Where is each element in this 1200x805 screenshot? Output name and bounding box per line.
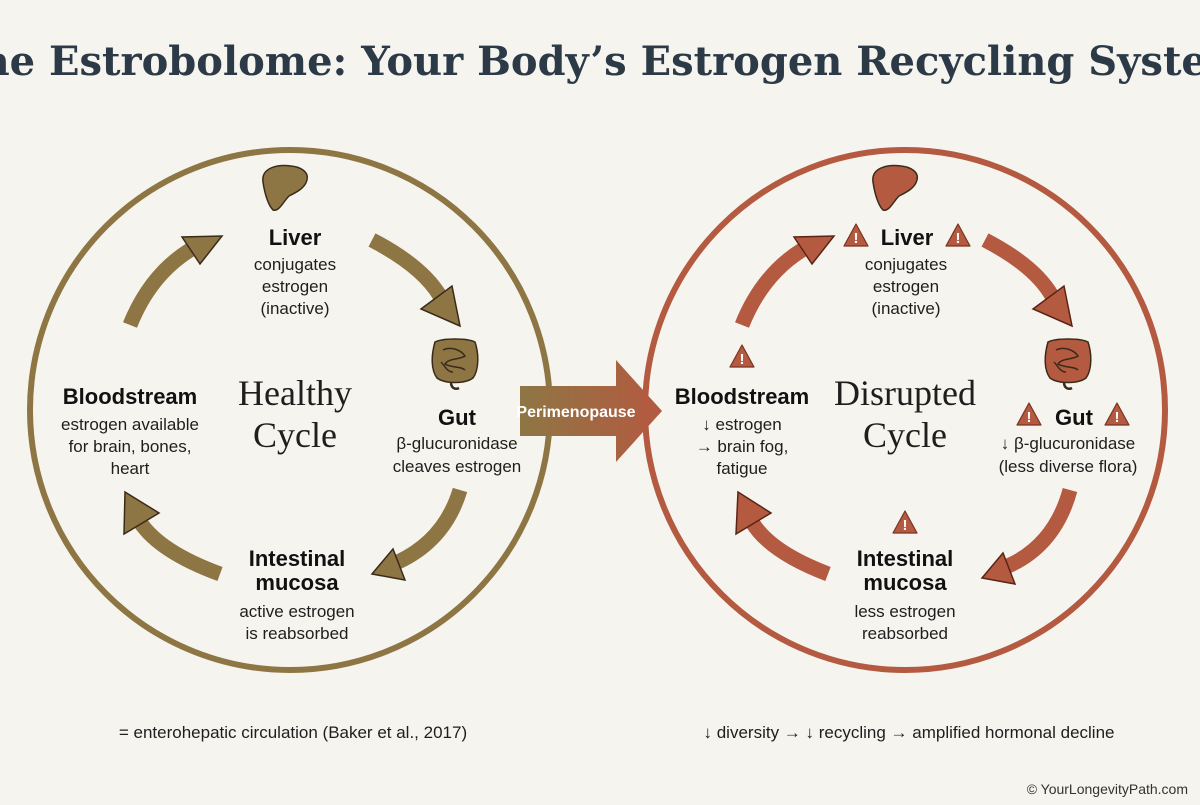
warning-triangle-icon: !: [729, 344, 755, 368]
disrupted-mucosa-title-1: Intestinal: [857, 546, 954, 571]
disrupted-mucosa-line-2: reabsorbed: [862, 624, 948, 643]
disrupted-gut-title: Gut: [1055, 405, 1094, 430]
healthy-liver-title: Liver: [269, 225, 322, 250]
healthy-gut-title: Gut: [438, 405, 477, 430]
healthy-mucosa-line-1: active estrogen: [239, 602, 354, 621]
healthy-arrow-blood-to-liver: [123, 235, 224, 328]
disrupted-center-label-2: Cycle: [863, 415, 947, 455]
disrupted-blood-line-2: → brain fog,: [696, 437, 789, 456]
healthy-mucosa-title-1: Intestinal: [249, 546, 346, 571]
warning-triangle-icon: !: [1104, 402, 1130, 426]
healthy-mucosa-line-2: is reabsorbed: [245, 624, 348, 643]
disrupted-arrow-mucosa-to-blood: [735, 490, 831, 582]
disrupted-arrow-liver-to-gut: [981, 233, 1074, 328]
disrupted-cycle-ring: [642, 147, 1168, 673]
perimenopause-label: Perimenopause: [516, 404, 635, 421]
healthy-center-label-2: Cycle: [253, 415, 337, 455]
svg-text:!: !: [740, 351, 745, 368]
disrupted-liver-line-3: (inactive): [872, 299, 941, 318]
svg-text:!: !: [1115, 409, 1120, 426]
healthy-blood-title: Bloodstream: [63, 384, 197, 409]
healthy-liver-line-1: conjugates: [254, 255, 336, 274]
healthy-blood-line-1: estrogen available: [61, 415, 199, 434]
intestine-icon: [1043, 337, 1093, 390]
healthy-blood-line-2: for brain, bones,: [69, 437, 192, 456]
disrupted-cycle: ! Liver ! conjugates estrogen (inactive)…: [642, 147, 1168, 673]
disrupted-mucosa-title-2: mucosa: [863, 570, 947, 595]
disrupted-liver-line-2: estrogen: [873, 277, 939, 296]
disrupted-blood-title: Bloodstream: [675, 384, 809, 409]
healthy-liver-line-3: (inactive): [261, 299, 330, 318]
healthy-arrow-gut-to-mucosa: [370, 487, 468, 581]
disrupted-mucosa-line-1: less estrogen: [854, 602, 955, 621]
disrupted-center-label-1: Disrupted: [834, 373, 976, 413]
copyright: © YourLongevityPath.com: [1027, 781, 1188, 797]
liver-icon: [262, 164, 309, 212]
disrupted-arrow-gut-to-mucosa: [980, 487, 1078, 585]
warning-triangle-icon: !: [892, 510, 918, 534]
svg-text:!: !: [854, 230, 859, 247]
healthy-blood-line-3: heart: [111, 459, 150, 478]
healthy-arrow-liver-to-gut: [368, 233, 462, 328]
svg-text:!: !: [1027, 409, 1032, 426]
healthy-cycle: Liver conjugates estrogen (inactive) Gut…: [27, 147, 553, 673]
warning-triangle-icon: !: [843, 223, 869, 247]
disrupted-liver-line-1: conjugates: [865, 255, 947, 274]
disrupted-blood-line-3: fatigue: [716, 459, 767, 478]
healthy-gut-line-1: β-glucuronidase: [396, 434, 517, 453]
disrupted-liver-title: Liver: [881, 225, 934, 250]
disrupted-gut-line-2: (less diverse flora): [999, 457, 1138, 476]
svg-text:!: !: [956, 230, 961, 247]
svg-text:!: !: [903, 517, 908, 534]
healthy-liver-line-2: estrogen: [262, 277, 328, 296]
footer-note-right: ↓ diversity → ↓ recycling → amplified ho…: [704, 723, 1115, 742]
footer-note-left: = enterohepatic circulation (Baker et al…: [119, 723, 467, 742]
liver-icon: [872, 164, 919, 212]
warning-triangle-icon: !: [1016, 402, 1042, 426]
healthy-mucosa-title-2: mucosa: [255, 570, 339, 595]
warning-triangle-icon: !: [945, 223, 971, 247]
disrupted-blood-line-1: ↓ estrogen: [702, 415, 781, 434]
disrupted-gut-line-1: ↓ β-glucuronidase: [1001, 434, 1136, 453]
disrupted-arrow-blood-to-liver: [735, 235, 836, 328]
page-title: The Estrobolome: Your Body’s Estrogen Re…: [0, 38, 1200, 85]
healthy-arrow-mucosa-to-blood: [123, 490, 223, 582]
healthy-center-label-1: Healthy: [238, 373, 352, 413]
healthy-gut-line-2: cleaves estrogen: [393, 457, 522, 476]
perimenopause-arrow: Perimenopause: [516, 360, 662, 462]
intestine-icon: [430, 337, 480, 390]
